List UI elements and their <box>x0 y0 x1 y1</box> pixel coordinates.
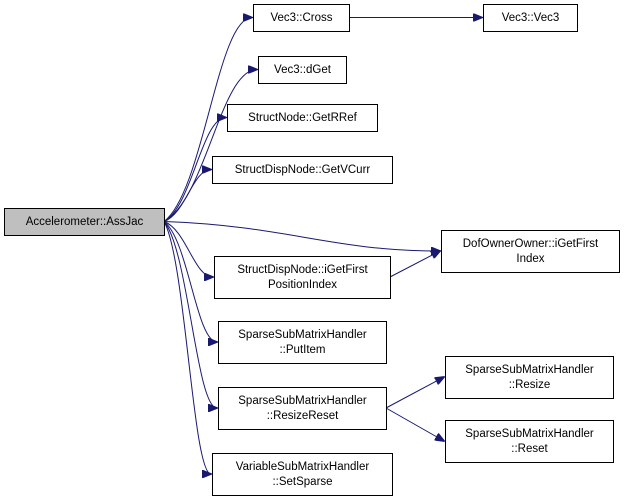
node-label: ::PutItem <box>279 344 325 356</box>
node-dget[interactable]: Vec3::dGet <box>258 56 347 84</box>
edge-resizereset-to-reset <box>385 407 444 441</box>
node-box <box>253 4 350 32</box>
node-box <box>212 156 393 184</box>
node-label: SparseSubMatrixHandler <box>465 428 594 440</box>
node-box <box>445 356 614 399</box>
node-label: Accelerometer::AssJac <box>26 216 144 228</box>
node-box <box>218 321 387 364</box>
node-label: SparseSubMatrixHandler <box>465 364 594 376</box>
edge-root-to-dget <box>163 70 257 222</box>
node-label: SparseSubMatrixHandler <box>238 329 367 341</box>
node-label: VariableSubMatrixHandler <box>236 461 370 473</box>
node-box <box>227 104 378 132</box>
node-putitem[interactable]: SparseSubMatrixHandler::PutItem <box>218 321 387 364</box>
node-label: ::ResizeReset <box>267 410 339 422</box>
node-label: Vec3::Cross <box>271 12 333 24</box>
node-label: StructNode::GetRRef <box>248 112 357 124</box>
node-resizereset[interactable]: SparseSubMatrixHandler::ResizeReset <box>218 387 387 430</box>
node-setsparse[interactable]: VariableSubMatrixHandler::SetSparse <box>212 453 393 496</box>
nodes-layer: Accelerometer::AssJac Vec3::Cross Vec3::Ve… <box>4 4 620 496</box>
edge-sdnfirst-to-dofowner <box>389 251 440 278</box>
node-root[interactable]: Accelerometer::AssJac <box>4 208 165 236</box>
edge-root-to-putitem <box>163 221 217 343</box>
edge-root-to-setsparse <box>163 221 211 475</box>
edge-root-to-getrref <box>163 118 226 222</box>
edge-root-to-cross <box>163 18 252 222</box>
node-label: StructDispNode::iGetFirst <box>237 264 368 276</box>
node-label: DofOwnerOwner::iGetFirst <box>463 238 599 250</box>
node-resize[interactable]: SparseSubMatrixHandler::Resize <box>445 356 614 399</box>
edges-layer <box>163 18 482 475</box>
node-label: Vec3::dGet <box>274 64 332 76</box>
node-label: ::Resize <box>509 379 551 391</box>
node-vec3[interactable]: Vec3::Vec3 <box>483 4 578 32</box>
node-reset[interactable]: SparseSubMatrixHandler::Reset <box>445 420 614 463</box>
node-label: ::Reset <box>511 443 548 455</box>
node-label: PositionIndex <box>268 279 337 291</box>
node-cross[interactable]: Vec3::Cross <box>253 4 350 32</box>
node-box <box>214 256 391 299</box>
edge-root-to-resizereset <box>163 221 217 409</box>
node-getvcurr[interactable]: StructDispNode::GetVCurr <box>212 156 393 184</box>
node-label: Index <box>516 253 544 265</box>
node-getrref[interactable]: StructNode::GetRRef <box>227 104 378 132</box>
node-box <box>445 420 614 463</box>
node-box <box>483 4 578 32</box>
edge-root-to-getvcurr <box>163 170 211 222</box>
edge-root-to-dofowner <box>163 221 440 252</box>
node-label: StructDispNode::GetVCurr <box>235 164 371 176</box>
node-box <box>212 453 393 496</box>
node-box <box>441 230 620 273</box>
node-label: ::SetSparse <box>272 476 332 488</box>
node-box <box>258 56 347 84</box>
node-label: Vec3::Vec3 <box>502 12 560 24</box>
edge-root-to-sdnfirst <box>163 221 213 278</box>
node-box <box>4 208 165 236</box>
node-box <box>218 387 387 430</box>
node-label: SparseSubMatrixHandler <box>238 395 367 407</box>
edge-resizereset-to-resize <box>385 377 444 409</box>
